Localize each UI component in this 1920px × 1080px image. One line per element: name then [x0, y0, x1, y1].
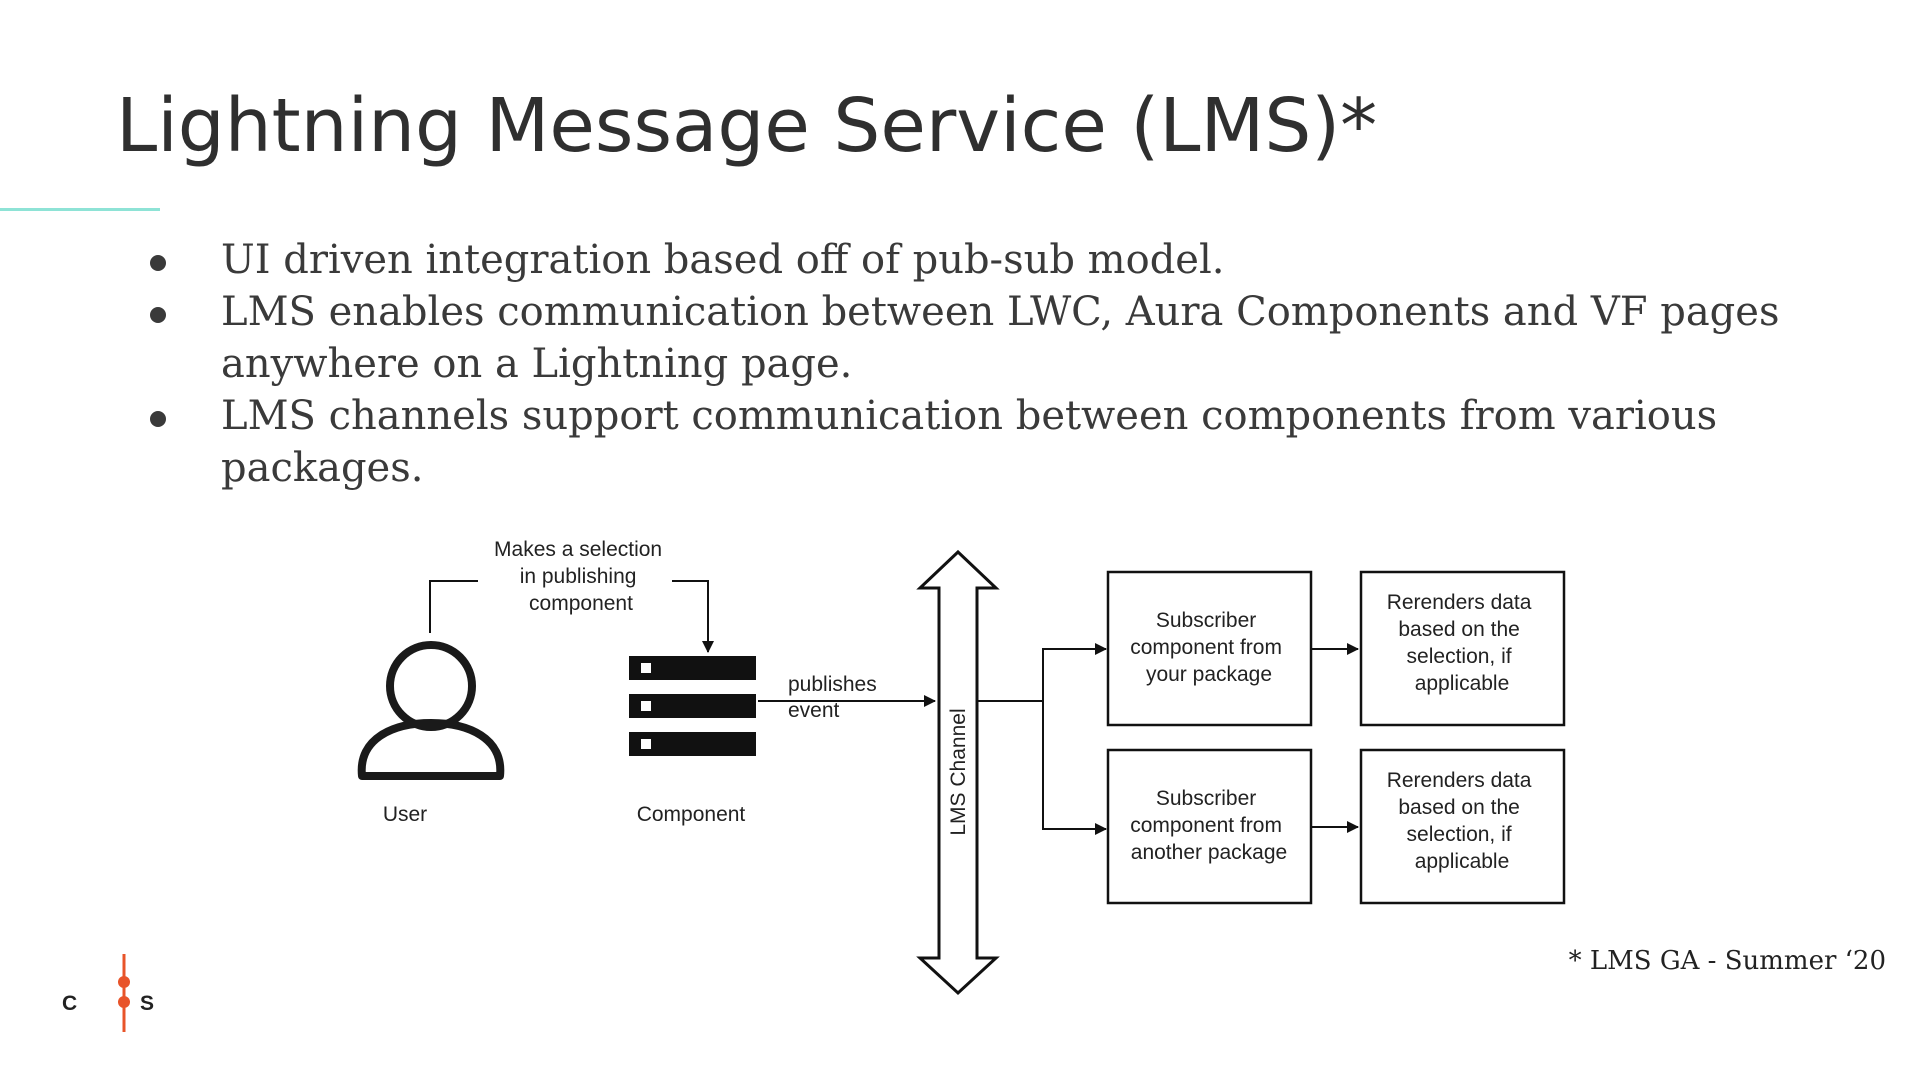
rerender-top-text: Rerenders data based on the selection, i… [1387, 591, 1538, 695]
title-accent-line [0, 208, 160, 211]
selection-note: Makes a selection in publishing componen… [494, 538, 668, 615]
subscriber-own-text: Subscriber component from your package [1130, 609, 1288, 686]
footnote: * LMS GA - Summer ‘20 [1568, 946, 1886, 976]
bullet-item: LMS channels support communication betwe… [148, 390, 1808, 494]
subscriber-other-box [1106, 748, 1313, 905]
component-server-icon [629, 656, 756, 756]
publish-label: publishes event [788, 673, 883, 722]
selection-connector [429, 580, 478, 633]
selection-arrow [672, 580, 714, 653]
subscriber-own-box [1106, 570, 1313, 727]
branch-to-own-subscriber [1042, 643, 1107, 701]
branch-to-other-subscriber [1042, 701, 1107, 835]
component-label: Component [637, 803, 746, 826]
cs-logo: C S [62, 954, 154, 1032]
lms-channel-label: LMS Channel [947, 708, 970, 835]
logo-letter-s: S [140, 992, 154, 1015]
subscriber-other-text: Subscriber component from another packag… [1130, 787, 1288, 864]
bullet-item: LMS enables communication between LWC, A… [148, 286, 1808, 390]
user-icon [357, 641, 505, 780]
rerender-top-box [1359, 570, 1566, 727]
slide-title: Lightning Message Service (LMS)* [116, 83, 1378, 169]
logo-letter-c: C [62, 992, 77, 1015]
rerender-bottom-box [1359, 748, 1566, 905]
lms-channel-arrow [916, 549, 1000, 996]
rerender-bottom-text: Rerenders data based on the selection, i… [1387, 769, 1538, 873]
bullet-item: UI driven integration based off of pub-s… [148, 234, 1808, 286]
user-label: User [383, 803, 427, 826]
bullet-list: UI driven integration based off of pub-s… [148, 234, 1808, 494]
